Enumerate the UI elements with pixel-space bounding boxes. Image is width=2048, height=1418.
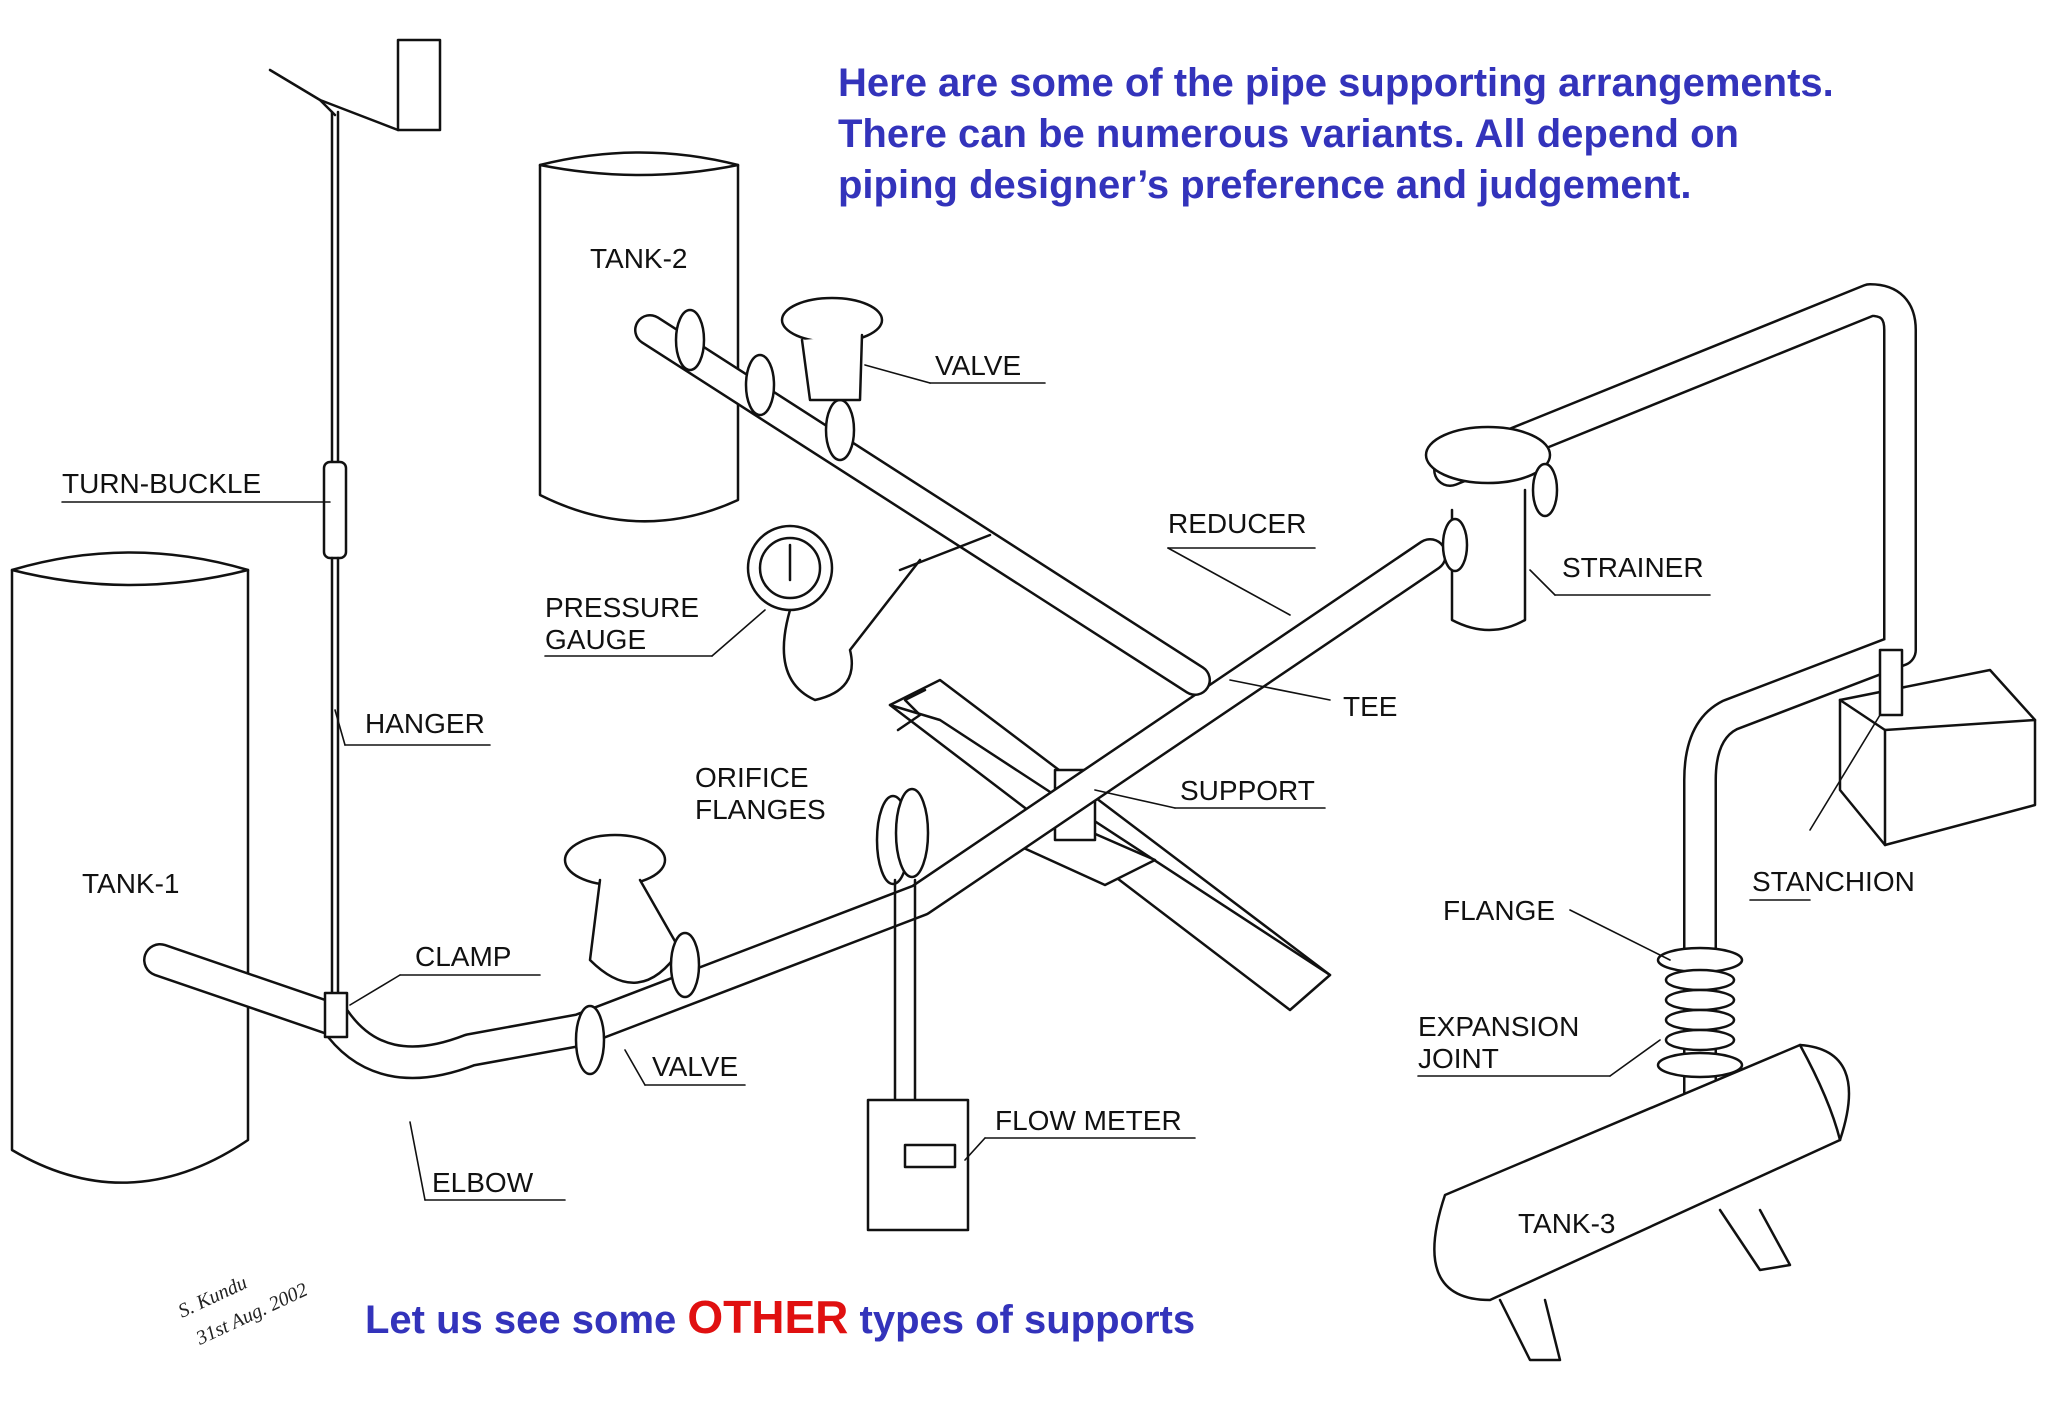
ceiling-attachment — [268, 38, 442, 132]
stanchion-block — [1838, 648, 2037, 847]
label-flow-meter: FLOW METER — [995, 1105, 1182, 1136]
footer-after: types of supports — [859, 1298, 1196, 1342]
label-pressure-gauge-1: PRESSURE — [545, 592, 699, 623]
intro-line-3: piping designer’s preference and judgeme… — [838, 163, 1692, 207]
tank-3 — [1433, 1043, 1851, 1362]
intro-line-1: Here are some of the pipe supporting arr… — [838, 61, 1834, 105]
label-orifice-flanges-1: ORIFICE — [695, 762, 809, 793]
label-expansion-joint-1: EXPANSION — [1418, 1011, 1579, 1042]
tank-1 — [10, 551, 250, 1184]
label-hanger: HANGER — [365, 708, 485, 739]
intro-line-2: There can be numerous variants. All depe… — [838, 112, 1739, 156]
label-support: SUPPORT — [1180, 775, 1315, 806]
label-reducer: REDUCER — [1168, 508, 1306, 539]
label-stanchion: STANCHION — [1752, 866, 1915, 897]
label-expansion-joint-2: JOINT — [1418, 1043, 1499, 1074]
label-valve-lower: VALVE — [652, 1051, 738, 1082]
label-tank-1: TANK-1 — [82, 868, 180, 899]
pressure-gauge — [746, 524, 992, 702]
valve-lower — [563, 833, 701, 1076]
riser-pipe — [1433, 283, 1917, 1167]
expansion-joint — [1656, 946, 1744, 1079]
label-orifice-flanges-2: FLANGES — [695, 794, 826, 825]
orifice-flanges — [875, 787, 930, 1102]
footer-text: Let us see some OTHER types of supports — [365, 1290, 1195, 1344]
valve-upper — [780, 296, 884, 402]
support-beam — [888, 678, 1332, 1012]
branch-pipe — [634, 308, 1211, 696]
strainer — [1424, 425, 1559, 632]
label-turn-buckle: TURN-BUCKLE — [62, 468, 261, 499]
label-valve-upper: VALVE — [935, 350, 1021, 381]
label-tee: TEE — [1343, 691, 1397, 722]
clamp — [323, 991, 349, 1039]
label-clamp: CLAMP — [415, 941, 511, 972]
signature: S. Kundu 31st Aug. 2002 — [175, 1272, 311, 1350]
component-labels: TURN-BUCKLE HANGER TANK-1 TANK-2 VALVE P… — [61, 243, 1915, 1239]
footer-before: Let us see some — [365, 1298, 677, 1342]
intro-text: Here are some of the pipe supporting arr… — [838, 58, 2018, 211]
leader-lines — [334, 364, 1881, 1201]
label-tank-2: TANK-2 — [590, 243, 688, 274]
label-flange: FLANGE — [1443, 895, 1555, 926]
flow-meter — [866, 1098, 970, 1232]
footer-emphasis: OTHER — [687, 1291, 849, 1343]
label-strainer: STRAINER — [1562, 552, 1704, 583]
label-pressure-gauge-2: GAUGE — [545, 624, 646, 655]
label-elbow: ELBOW — [432, 1167, 534, 1198]
label-tank-3: TANK-3 — [1518, 1208, 1616, 1239]
hanger-rod — [322, 110, 348, 1022]
